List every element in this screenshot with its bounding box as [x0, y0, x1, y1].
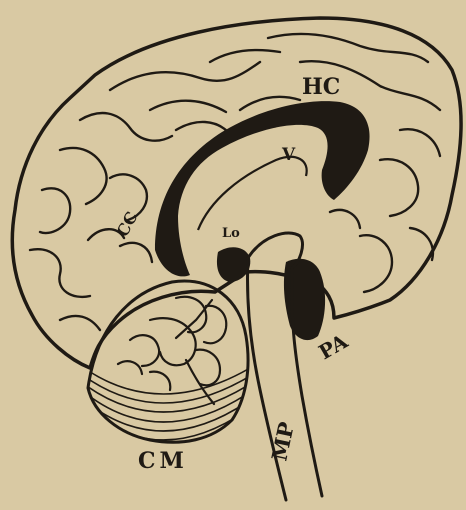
label-v: V [281, 145, 296, 165]
lo-structure [217, 247, 250, 282]
corpus-callosum [155, 101, 370, 276]
pons-area [284, 259, 325, 340]
ventricle-line [198, 157, 307, 230]
label-lo: Lo [222, 226, 240, 241]
label-cc: CC [113, 208, 142, 239]
label-pa: PA [315, 329, 353, 365]
arbor-vitae [118, 297, 226, 404]
cerebellum-folia [84, 368, 250, 449]
label-cm: CM [138, 448, 188, 474]
label-hc: HC [302, 74, 340, 100]
label-mp: MP [266, 419, 299, 463]
